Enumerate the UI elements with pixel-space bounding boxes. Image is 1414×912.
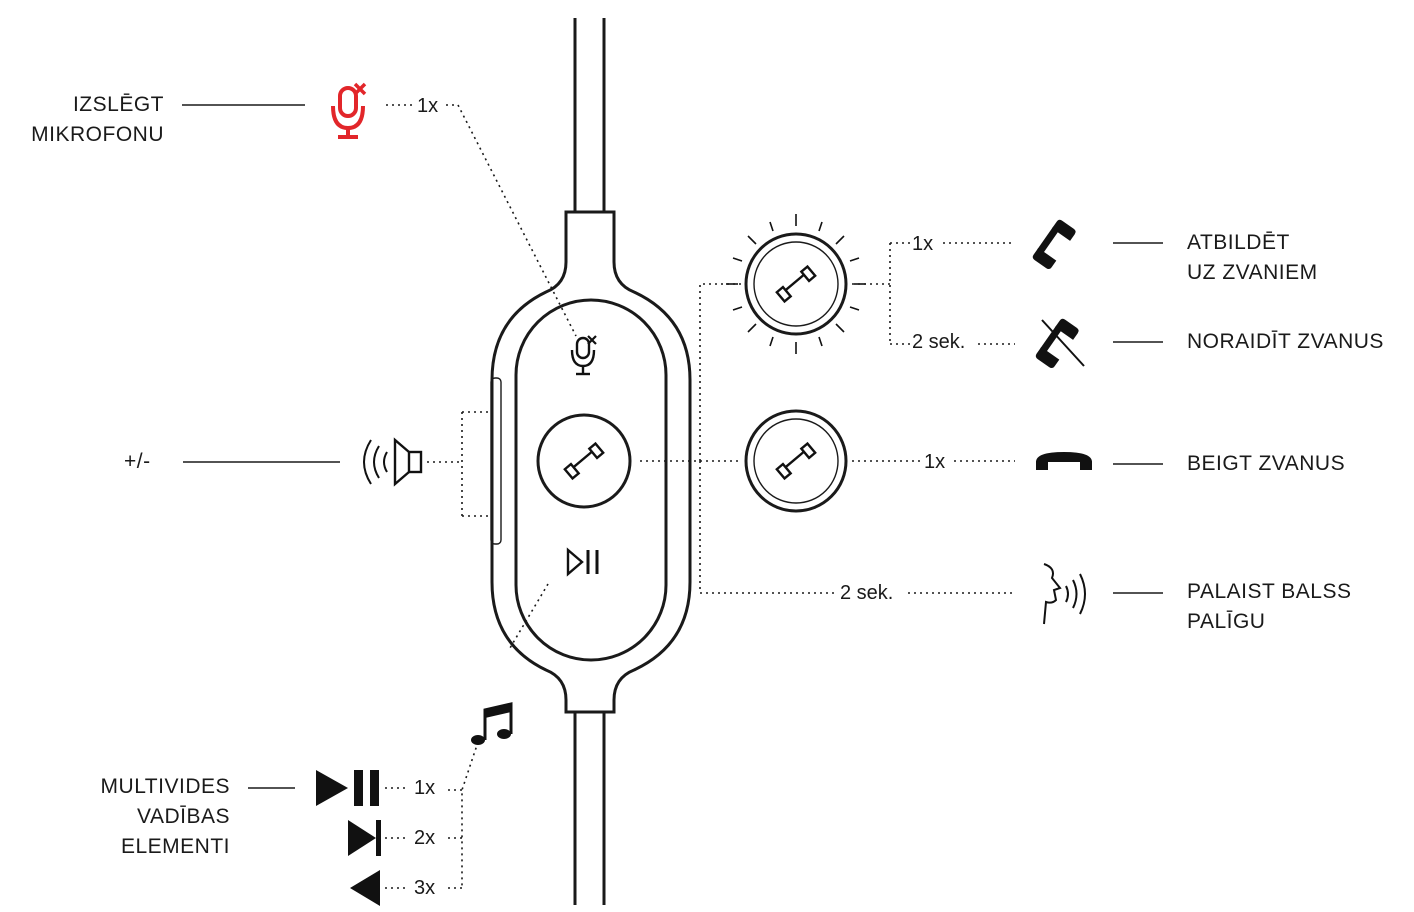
label-answer: ATBILDĒT UZ ZVANIEM	[1187, 228, 1318, 288]
label-mute-line2: MIKROFONU	[31, 123, 164, 146]
mic-mute-icon[interactable]	[570, 335, 597, 376]
label-mute-line1: IZSLĒGT	[72, 93, 164, 116]
dotted-mute	[386, 104, 577, 337]
speaker-volume-icon	[363, 437, 423, 487]
controller-body	[490, 210, 692, 714]
label-answer-line1: ATBILDĒT	[1187, 231, 1290, 254]
dotted-volume	[427, 411, 490, 517]
count-media-prev: 3x	[412, 876, 438, 900]
count-end: 1x	[922, 450, 948, 474]
count-media-next: 2x	[412, 826, 438, 850]
label-media-line2: VADĪBAS	[137, 805, 230, 828]
active-phone-icon	[744, 409, 848, 513]
mic-mute-red-icon	[331, 82, 367, 139]
play-pause-icon[interactable]	[566, 547, 599, 577]
phone-reject-icon	[1035, 318, 1085, 369]
label-media-line3: ELEMENTI	[120, 835, 230, 858]
music-note-icon	[471, 702, 513, 745]
count-assistant: 2 sek.	[838, 581, 896, 605]
count-answer: 1x	[910, 232, 936, 256]
phone-button[interactable]	[536, 413, 632, 509]
label-media: MULTIVIDES VADĪBAS ELEMENTI	[40, 772, 230, 862]
cable	[573, 18, 606, 905]
ringing-phone-icon	[726, 214, 866, 354]
play-pause-icon-large	[316, 770, 379, 806]
phone-hangup-icon	[1036, 452, 1092, 470]
label-answer-line2: UZ ZVANIEM	[1187, 261, 1318, 284]
count-media-play: 1x	[412, 776, 438, 800]
dotted-media	[446, 583, 549, 889]
dotted-media-icons	[385, 787, 405, 889]
phone-answer-icon	[1032, 219, 1076, 270]
phone-icon	[563, 441, 605, 481]
label-assistant-line2: PALĪGU	[1187, 610, 1266, 633]
label-media-line1: MULTIVIDES	[100, 775, 230, 798]
dotted-phone-trunk	[640, 283, 835, 594]
previous-track-icon	[350, 870, 380, 906]
voice-assistant-icon	[1043, 563, 1086, 625]
count-mute: 1x	[415, 94, 441, 118]
count-reject: 2 sek.	[910, 330, 968, 354]
label-reject: NORAIDĪT ZVANUS	[1187, 330, 1384, 353]
label-volume: +/-	[124, 450, 151, 473]
label-assistant-line1: PALAIST BALSS	[1187, 580, 1352, 603]
label-end: BEIGT ZVANUS	[1187, 452, 1346, 475]
dotted-answer-reject	[852, 242, 1015, 345]
label-assistant: PALAIST BALSS PALĪGU	[1187, 577, 1351, 637]
label-mute: IZSLĒGT MIKROFONU	[10, 90, 164, 150]
next-track-icon	[348, 820, 381, 856]
